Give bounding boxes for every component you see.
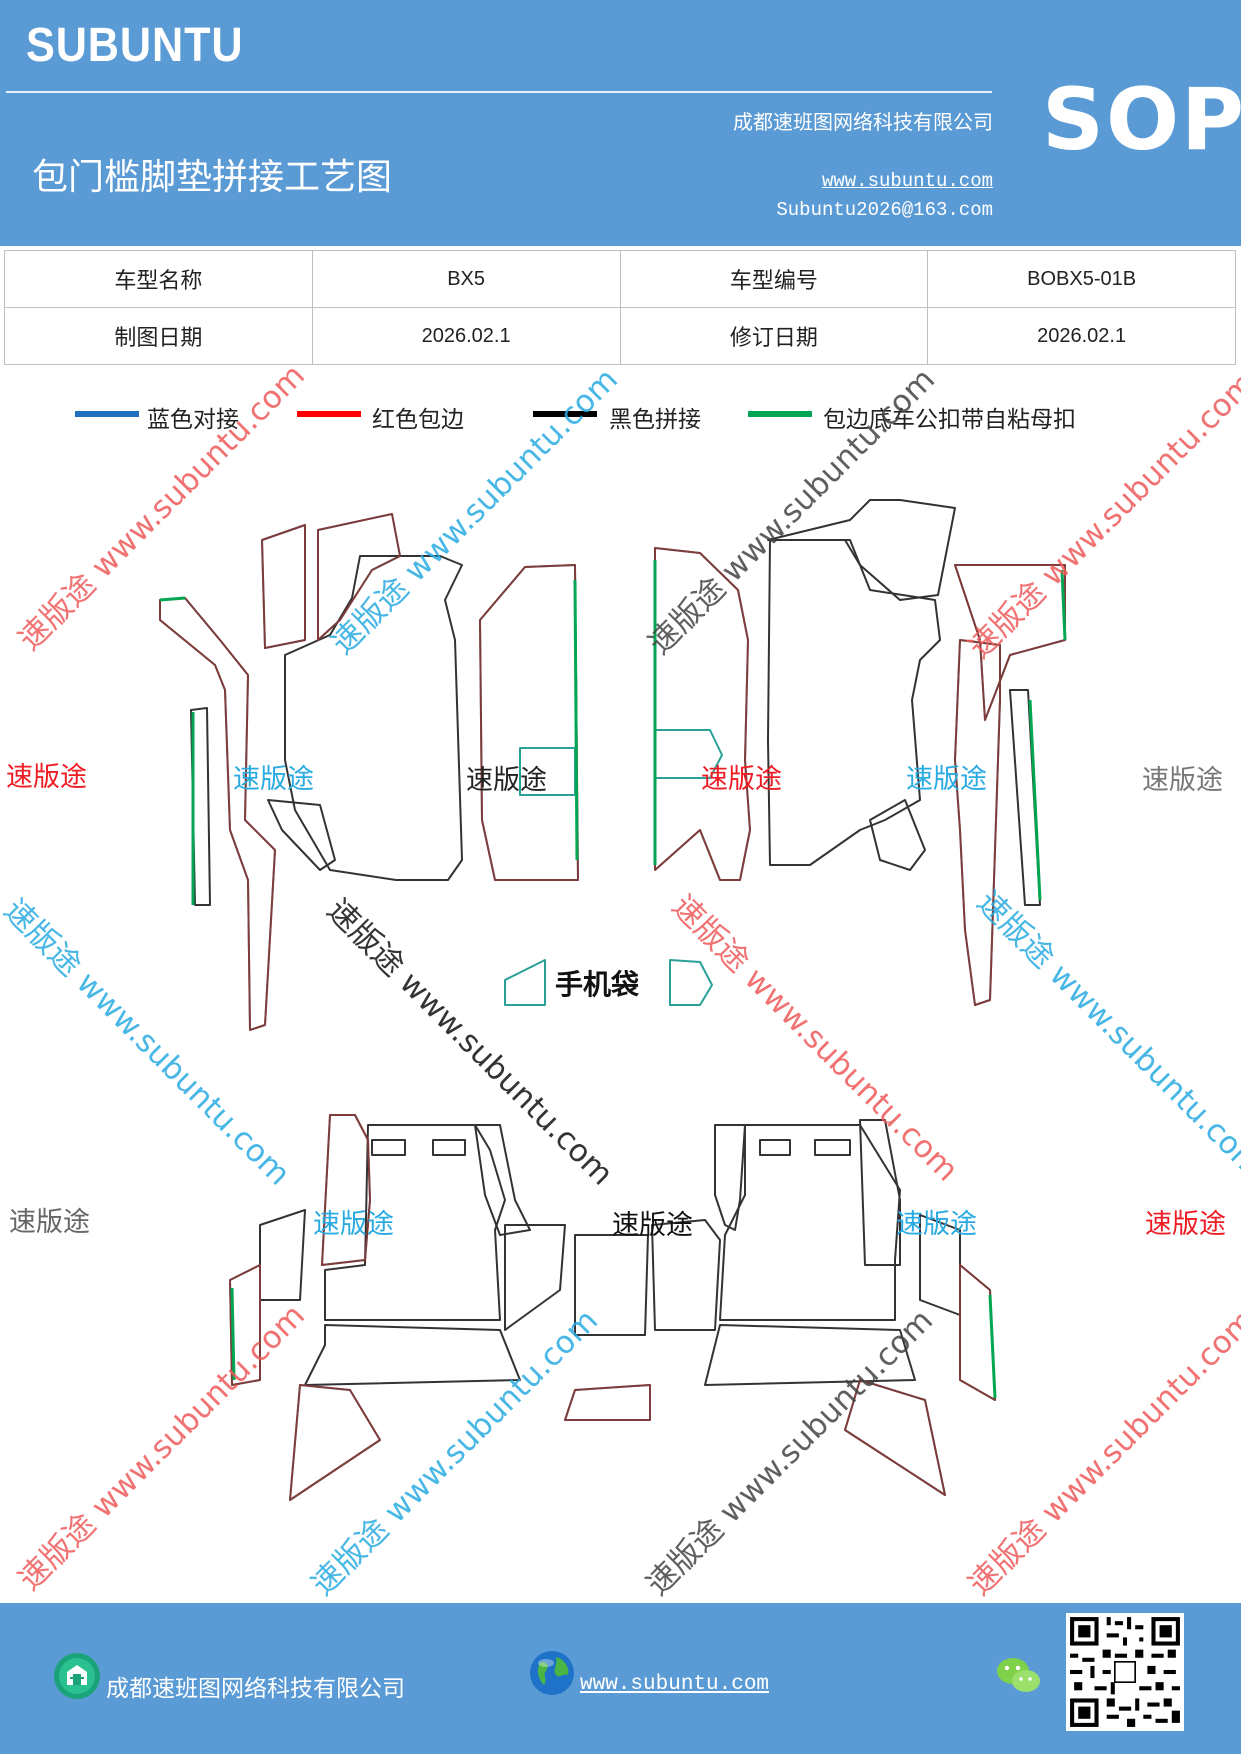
legend-swatch (748, 411, 812, 417)
table-row: 制图日期 2026.02.1 修订日期 2026.02.1 (4, 307, 1236, 365)
legend-label: 红色包边 (372, 407, 464, 433)
legend-label: 黑色拼接 (609, 407, 701, 433)
legend-swatch (297, 411, 361, 417)
legend-swatch (533, 411, 597, 417)
value-draw-date: 2026.02.1 (311, 307, 621, 365)
watermark-text: 速版途 (466, 765, 547, 796)
label-model-code: 车型编号 (619, 250, 929, 308)
watermark-text: 速版途 (906, 764, 987, 795)
watermark-text: 速版途 (896, 1209, 977, 1240)
footer-company: 成都速班图网络科技有限公司 (106, 1676, 405, 1702)
watermark-text: 速版途 (9, 1207, 90, 1238)
legend-label: 蓝色对接 (147, 407, 239, 433)
building-icon (54, 1653, 100, 1699)
legend-item-green: 包边底车公扣带自粘母扣 (748, 400, 1108, 440)
page-title: 包门槛脚垫拼接工艺图 (32, 157, 393, 198)
phone-bag-label: 手机袋 (555, 968, 640, 1001)
phone-bag-pieces (504, 959, 713, 1006)
legend-label: 包边底车公扣带自粘母扣 (823, 407, 1076, 433)
legend-swatch (75, 411, 139, 417)
footer-banner: 成都速班图网络科技有限公司 www.subuntu.com (0, 1603, 1241, 1754)
header-company: 成都速班图网络科技有限公司 (733, 110, 993, 134)
legend-item-black: 黑色拼接 (533, 400, 733, 440)
value-model-name: BX5 (311, 250, 621, 308)
label-revise-date: 修订日期 (619, 307, 929, 365)
watermark-text: 速版途 (1142, 765, 1223, 796)
watermark-text: 速版途 (1145, 1209, 1226, 1240)
header-email: Subuntu2026@163.com (776, 199, 993, 221)
watermark-text: 速版途 (233, 764, 314, 795)
label-model-name: 车型名称 (4, 250, 313, 308)
watermark-text: 速版途 (313, 1209, 394, 1240)
header-divider (6, 91, 992, 93)
watermark-text: 速版途 (612, 1210, 693, 1241)
brand-logo: SUBUNTU (26, 19, 244, 72)
model-info-table: 车型名称 BX5 车型编号 BOBX5-01B 制图日期 2026.02.1 修… (4, 250, 1236, 365)
table-row: 车型名称 BX5 车型编号 BOBX5-01B (4, 250, 1236, 308)
globe-icon (530, 1651, 574, 1695)
watermark-text: 速版途 (6, 762, 87, 793)
legend-item-red: 红色包边 (297, 400, 497, 440)
value-model-code: BOBX5-01B (927, 250, 1236, 308)
header-banner: SUBUNTU 成都速班图网络科技有限公司 包门槛脚垫拼接工艺图 www.sub… (0, 0, 1241, 246)
qr-code (1066, 1613, 1184, 1731)
wechat-icon (997, 1658, 1040, 1692)
label-draw-date: 制图日期 (4, 307, 313, 365)
legend-item-blue: 蓝色对接 (75, 400, 275, 440)
floor-mat-drawing (159, 499, 1067, 1501)
value-revise-date: 2026.02.1 (927, 307, 1236, 365)
header-website-link[interactable]: www.subuntu.com (821, 170, 993, 192)
sop-badge: SOP (1042, 70, 1241, 170)
watermark-text: 速版途 (701, 764, 782, 795)
footer-website-link[interactable]: www.subuntu.com (580, 1673, 770, 1696)
